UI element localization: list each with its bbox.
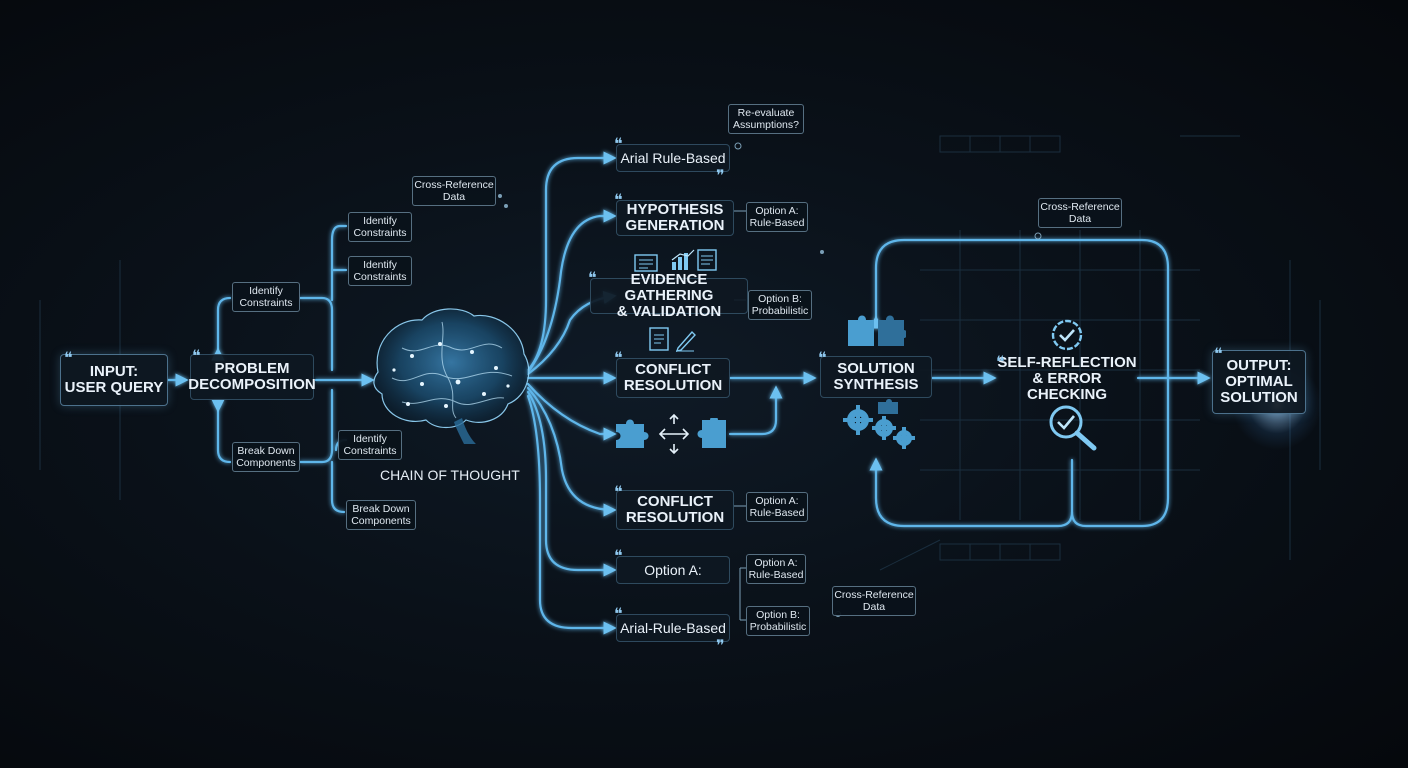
solution-synthesis-node[interactable]: SOLUTION SYNTHESIS: [820, 356, 932, 398]
identify-constraints-tag: Identify Constraints: [232, 282, 300, 312]
conflict-resolution-node[interactable]: CONFLICT RESOLUTION: [616, 358, 730, 398]
quote-icon: ❝: [614, 482, 623, 501]
cross-reference-data-tag: Cross-Reference Data: [832, 586, 916, 616]
cross-reference-data-tag: Cross-Reference Data: [412, 176, 496, 206]
gears-icon: [843, 399, 915, 449]
quote-icon: ❝: [614, 546, 623, 565]
option-a-rule-based-tag: Option A: Rule-Based: [746, 492, 808, 522]
document-icon: [634, 254, 658, 272]
identify-constraints-tag: Identify Constraints: [338, 430, 402, 460]
arial-rule-based-node-lower[interactable]: Arial-Rule-Based: [616, 614, 730, 642]
quote-icon: ❞: [716, 636, 725, 655]
quote-icon: ❝: [1214, 344, 1223, 363]
conflict-resolution-node-lower[interactable]: CONFLICT RESOLUTION: [616, 490, 734, 530]
background-grid: [39, 135, 1321, 571]
quote-icon: ❝: [64, 348, 73, 367]
quote-icon: ❝: [614, 604, 623, 623]
self-reflection-node[interactable]: SELF-REFLECTION & ERROR CHECKING: [997, 354, 1137, 403]
hypothesis-generation-node[interactable]: HYPOTHESIS GENERATION: [616, 200, 734, 236]
puzzle-icon: [616, 419, 649, 448]
evidence-gathering-validation-node[interactable]: EVIDENCE GATHERING & VALIDATION: [590, 272, 748, 320]
break-down-components-tag: Break Down Components: [232, 442, 300, 472]
quote-icon: ❝: [818, 348, 827, 367]
quote-icon: ❝: [614, 134, 623, 153]
bidirectional-arrow-icon: [658, 413, 690, 455]
chart-icon: [671, 249, 717, 271]
option-a-rule-based-tag: Option A: Rule-Based: [746, 202, 808, 232]
option-b-probabilistic-tag: Option B: Probabilistic: [748, 290, 812, 320]
magnifier-check-icon: [1049, 405, 1097, 451]
quote-icon: ❝: [614, 190, 623, 209]
output-node[interactable]: OUTPUT: OPTIMAL SOLUTION: [1212, 350, 1306, 414]
identify-constraints-tag: Identify Constraints: [348, 256, 412, 286]
quote-icon: ❝: [192, 346, 201, 365]
quote-icon: ❞: [716, 166, 725, 185]
option-a-rule-based-tag: Option A: Rule-Based: [746, 554, 806, 584]
quote-icon: ❝: [614, 348, 623, 367]
quote-icon: ❝: [588, 268, 597, 287]
chain-of-thought-caption: CHAIN OF THOUGHT: [380, 467, 520, 483]
quote-icon: ❝: [996, 352, 1005, 371]
option-b-probabilistic-tag: Option B: Probabilistic: [746, 606, 810, 636]
edit-icon: [649, 327, 696, 352]
cross-reference-data-tag: Cross-Reference Data: [1038, 198, 1122, 228]
brain-icon: [373, 308, 530, 444]
problem-decomposition-node[interactable]: PROBLEM DECOMPOSITION: [188, 354, 316, 400]
reevaluate-assumptions-tag: Re-evaluate Assumptions?: [728, 104, 804, 134]
puzzle-icon: [697, 418, 726, 448]
break-down-components-tag: Break Down Components: [346, 500, 416, 530]
identify-constraints-tag: Identify Constraints: [348, 212, 412, 242]
input-node[interactable]: INPUT: USER QUERY: [60, 354, 168, 406]
option-a-node[interactable]: Option A:: [616, 556, 730, 584]
check-circle-icon: [1051, 319, 1083, 351]
arial-rule-based-node[interactable]: Arial Rule-Based: [616, 144, 730, 172]
puzzle-icon: [848, 315, 906, 346]
